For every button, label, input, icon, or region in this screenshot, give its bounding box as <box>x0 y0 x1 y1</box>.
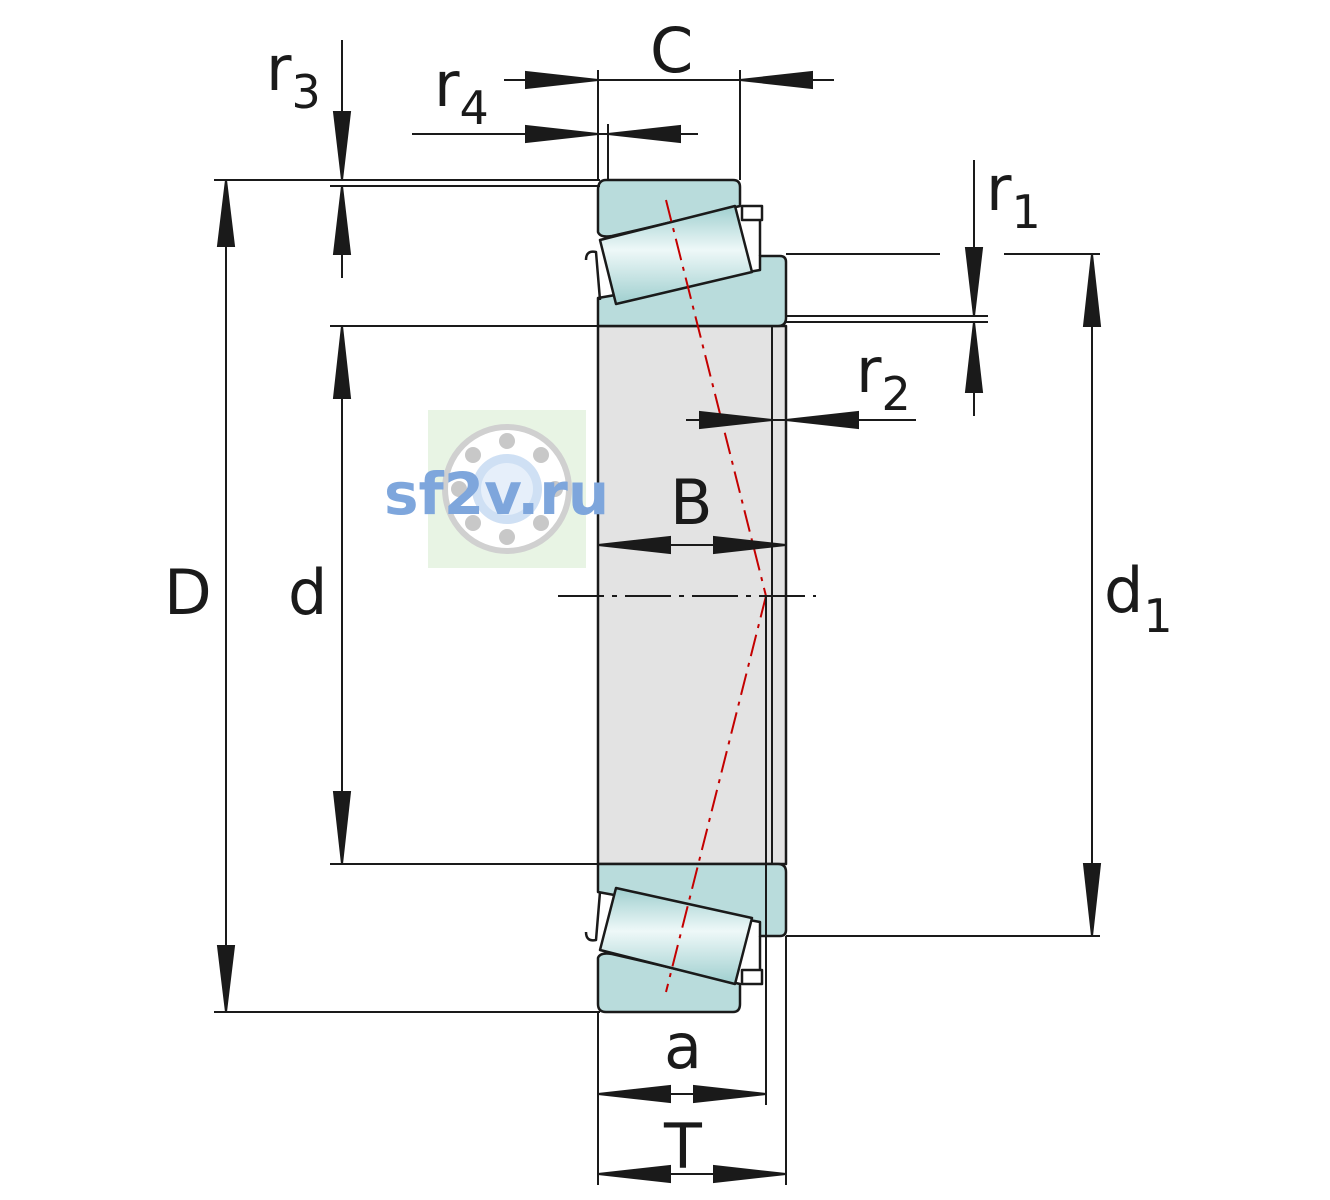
bottom-ring-section <box>584 862 788 1014</box>
bottom-roller <box>598 886 754 986</box>
label-d1: d1 <box>1104 554 1173 643</box>
label-r1: r1 <box>986 152 1041 239</box>
watermark <box>428 410 586 568</box>
top-roller <box>598 204 754 306</box>
label-T: T <box>663 1110 703 1183</box>
bottom-cage-stub <box>740 968 764 986</box>
label-a: a <box>664 1010 702 1083</box>
extension-lines <box>214 70 1100 1185</box>
label-d: d <box>288 556 327 629</box>
top-cage-stub <box>740 204 764 222</box>
bottom-outer-ring <box>596 952 742 1014</box>
label-r4: r4 <box>434 48 489 135</box>
watermark-bearing-icon <box>442 424 572 554</box>
label-C: C <box>650 14 693 87</box>
contact-angle-lines <box>665 199 767 993</box>
label-D: D <box>164 556 212 629</box>
label-B: B <box>670 466 713 539</box>
label-r2: r2 <box>856 334 911 421</box>
label-r3: r3 <box>266 32 321 119</box>
dimension-labels: C r3 r4 r1 r2 sf2v.ru B D d d1 a T <box>164 14 1173 1183</box>
top-ring-section <box>584 178 788 328</box>
dimension-lines <box>216 40 1102 1184</box>
watermark-text: sf2v.ru <box>384 460 609 528</box>
top-inner-ring <box>596 254 788 328</box>
